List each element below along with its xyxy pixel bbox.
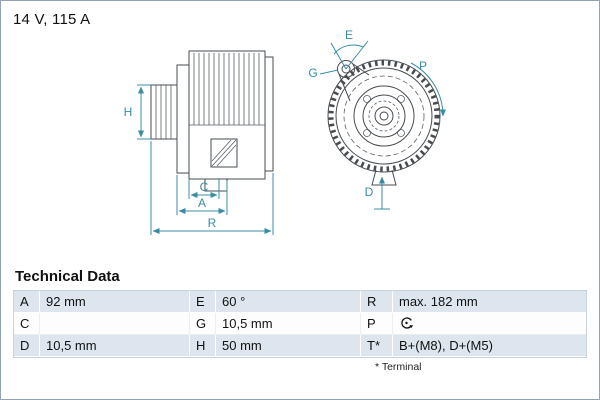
dimension-label-p: P: [419, 59, 427, 73]
spec-label-a: A: [14, 291, 40, 313]
alternator-front-view: [327, 59, 441, 186]
dimension-label-g: G: [308, 66, 317, 80]
dimension-label-e: E: [345, 29, 353, 42]
terminal-footnote: * Terminal: [375, 361, 422, 373]
spec-value-d: 10,5 mm: [40, 335, 190, 357]
spec-label-h: H: [190, 335, 216, 357]
datasheet-page: 14 V, 115 A: [1, 1, 599, 373]
alternator-side-view: [150, 50, 274, 192]
dimension-label-a: A: [198, 196, 206, 210]
spec-label-d: D: [14, 335, 40, 357]
spec-value-t: B+(M8), D+(M5): [393, 335, 586, 357]
spec-value-p: [393, 313, 586, 335]
spec-value-h: 50 mm: [216, 335, 361, 357]
spec-label-p: P: [361, 313, 393, 335]
rotation-direction-icon: [401, 317, 414, 329]
spec-value-r: max. 182 mm: [393, 291, 586, 313]
technical-data-heading: Technical Data: [15, 268, 120, 285]
product-rating-title: 14 V, 115 A: [13, 11, 91, 28]
dimension-label-d: D: [365, 185, 374, 199]
spec-label-r: R: [361, 291, 393, 313]
front-view-dimensions: E G P D: [308, 28, 447, 210]
spec-label-t: T*: [361, 335, 393, 357]
alternator-technical-drawing: H C A R: [124, 28, 447, 235]
spec-value-g: 10,5 mm: [216, 313, 361, 335]
spec-label-e: E: [190, 291, 216, 313]
side-view-dimensions: H C A R: [124, 84, 274, 235]
spec-value-e: 60 °: [216, 291, 361, 313]
technical-data-table: A 92 mm E 60 ° R max. 182 mm C G 10,5 mm…: [13, 290, 587, 358]
dimension-label-c: C: [200, 180, 209, 194]
dimension-label-r: R: [208, 216, 217, 230]
spec-label-c: C: [14, 313, 40, 335]
dimension-label-h: H: [124, 105, 133, 119]
spec-value-a: 92 mm: [40, 291, 190, 313]
spec-label-g: G: [190, 313, 216, 335]
spec-value-c: [40, 313, 190, 335]
